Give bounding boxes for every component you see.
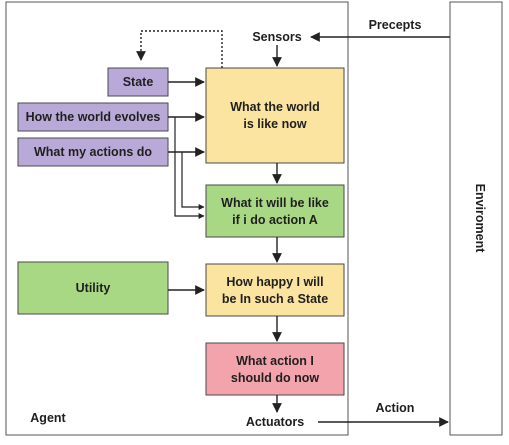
sensors-label: Sensors xyxy=(252,30,301,44)
action-a-line-2: if i do action A xyxy=(232,213,318,227)
my-actions-box xyxy=(17,137,169,167)
feedback-dotted-line xyxy=(136,30,223,68)
world-now-line-1: What the world xyxy=(230,100,320,114)
world-now-box xyxy=(205,67,345,164)
utility-box xyxy=(17,261,169,315)
what-action-box xyxy=(205,342,345,396)
happy-line-1: How happy I will xyxy=(226,275,323,289)
state-label: State xyxy=(123,75,154,89)
world-now-line-2: is like now xyxy=(243,117,306,131)
my-actions-branch xyxy=(181,152,205,210)
action-label: Action xyxy=(376,401,415,415)
environment-boundary xyxy=(449,1,503,436)
action-a-box xyxy=(205,184,345,238)
agent-boundary xyxy=(5,1,349,436)
world-evolves-box xyxy=(17,102,169,132)
what-action-line-2: should do now xyxy=(231,371,319,385)
happy-line-2: be In such a State xyxy=(222,292,328,306)
precepts-label: Precepts xyxy=(369,18,422,32)
what-action-line-1: What action I xyxy=(236,354,314,368)
happy-box xyxy=(205,263,345,317)
agent-label: Agent xyxy=(30,411,66,425)
environment-label: Enviroment xyxy=(473,184,487,254)
my-actions-label: What my actions do xyxy=(34,145,152,159)
actuators-label: Actuators xyxy=(246,415,304,429)
world-evolves-branch xyxy=(174,117,205,219)
utility-label: Utility xyxy=(76,281,111,295)
action-a-line-1: What it will be like xyxy=(221,196,329,210)
world-evolves-label: How the world evolves xyxy=(26,110,161,124)
